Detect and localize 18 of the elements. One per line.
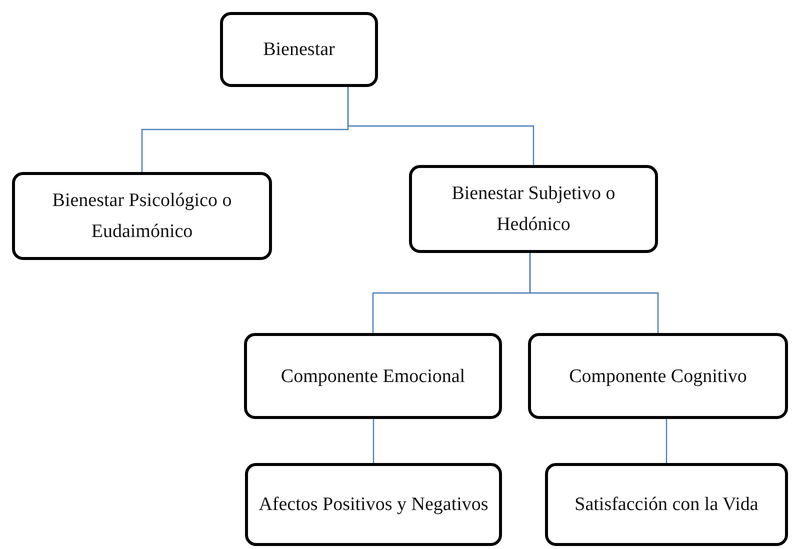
box-label: Afectos Positivos y Negativos [258,493,488,517]
process-box [528,333,788,419]
process-box [409,165,658,253]
box-label: Bienestar [263,38,335,62]
connector-line [666,419,668,463]
process-box [545,463,788,546]
process-box [12,172,272,260]
process-box [244,333,502,419]
box-label: Bienestar Psicológico o Eudaimónico [51,189,233,244]
connector-line [529,253,659,333]
box-label: Componente Emocional [280,364,466,388]
box-label: Componente Cognitivo [569,364,747,388]
box-label: Bienestar Subjetivo o Hedónico [450,182,616,237]
connector-line [347,87,534,165]
process-box [245,463,502,546]
connector-line [372,419,374,463]
process-box [220,12,378,87]
box-label: Satisfacción con la Vida [574,493,758,517]
